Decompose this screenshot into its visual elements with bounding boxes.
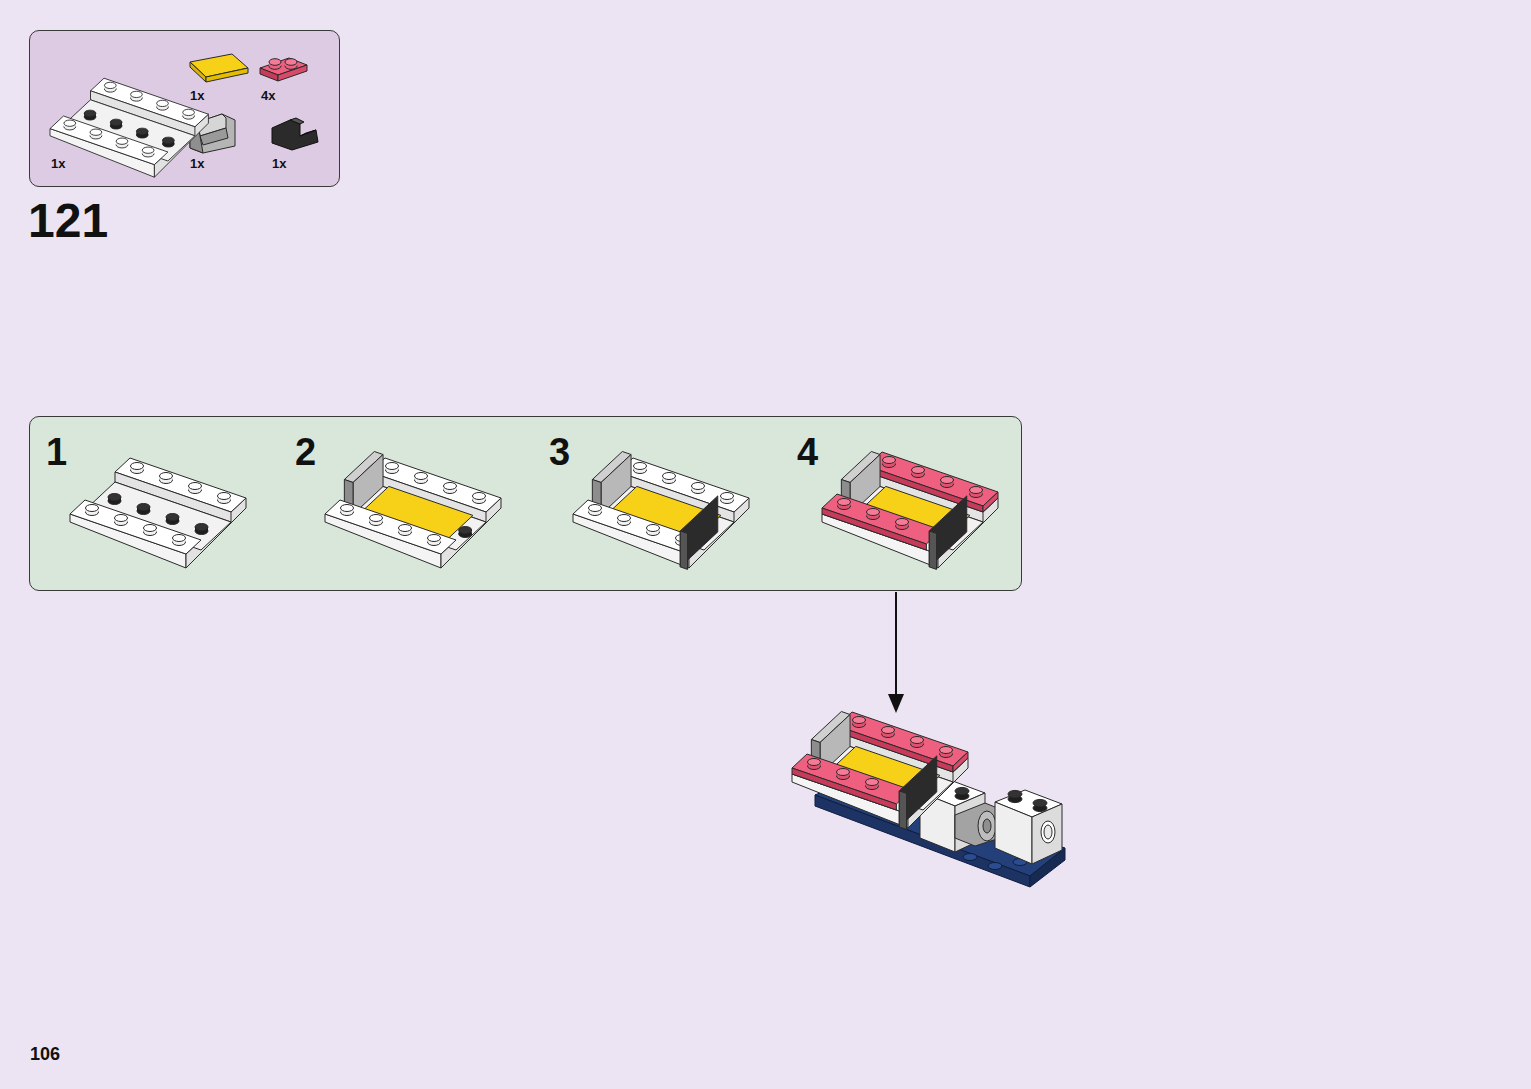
stud (883, 457, 896, 468)
pink-plate-end (983, 492, 998, 512)
stud (647, 525, 660, 536)
substep-image (70, 458, 246, 568)
pink-plate (260, 58, 307, 81)
stud (157, 100, 169, 110)
substep-image (573, 452, 749, 570)
placement-arrow (888, 592, 904, 713)
subassembly (792, 712, 968, 830)
stud (911, 737, 924, 748)
substep-image (325, 452, 501, 569)
slope-part (50, 78, 208, 177)
part-count: 1x (272, 157, 286, 170)
stud (183, 109, 195, 119)
pink-plate-end (953, 752, 968, 772)
substep-number: 4 (797, 433, 818, 471)
pink-plate-face (822, 508, 926, 550)
front-strip (325, 500, 456, 554)
stud (108, 494, 121, 505)
stud (110, 119, 122, 129)
stud (415, 473, 428, 484)
stud (808, 759, 821, 770)
yellow-tile (190, 54, 248, 82)
part-count: 4x (261, 89, 275, 102)
part-count: 1x (51, 157, 65, 170)
substep-number: 3 (549, 433, 570, 471)
stud (131, 91, 143, 101)
dark-panel-edge (680, 531, 687, 570)
stud (721, 493, 734, 504)
stud (882, 727, 895, 738)
substep-panel-fill (29, 416, 1022, 591)
stud (896, 519, 909, 530)
stud (84, 110, 96, 120)
stud (940, 747, 953, 758)
stud (867, 509, 880, 520)
stud (116, 138, 128, 148)
stud (386, 463, 399, 474)
black-panel (272, 118, 318, 150)
assemblies (50, 78, 998, 829)
grey-panel (601, 455, 631, 515)
stud (86, 505, 99, 516)
stud (970, 487, 983, 498)
stud (166, 514, 179, 525)
stud (428, 535, 441, 546)
stud (941, 477, 954, 488)
stud (912, 467, 925, 478)
dark-panel-edge (899, 791, 906, 830)
part-count: 1x (190, 157, 204, 170)
stud (618, 515, 631, 526)
stud (189, 483, 202, 494)
stud (589, 505, 602, 516)
grey-panel (353, 455, 383, 515)
stud (142, 147, 154, 157)
pink-plate-face (792, 768, 896, 810)
page-number: 106 (30, 1045, 60, 1063)
stud (663, 473, 676, 484)
stud (144, 525, 157, 536)
front-strip (50, 116, 168, 165)
stud (160, 473, 173, 484)
stud (838, 499, 851, 510)
stud (136, 128, 148, 138)
stud (692, 483, 705, 494)
stud (137, 504, 150, 515)
stud (218, 493, 231, 504)
stud (104, 82, 116, 92)
parts-list-box: 1x 1x 4x 1x 1x (29, 30, 340, 187)
stud (173, 535, 186, 546)
stud (473, 493, 486, 504)
stud (837, 769, 850, 780)
front-strip (70, 500, 201, 554)
stud (341, 505, 354, 516)
stud (64, 120, 76, 130)
substep-number: 1 (46, 433, 67, 471)
stud (853, 717, 866, 728)
substep-number: 2 (295, 433, 316, 471)
part-count: 1x (190, 89, 204, 102)
parts-panel-fill (29, 30, 340, 187)
stud (370, 515, 383, 526)
stud (444, 483, 457, 494)
stud (131, 463, 144, 474)
stud (399, 525, 412, 536)
stud (163, 137, 175, 147)
stud (195, 524, 208, 535)
stud (115, 515, 128, 526)
stud (866, 779, 879, 790)
step-number: 121 (28, 197, 108, 245)
stud (634, 463, 647, 474)
stud (459, 527, 472, 538)
dark-panel-edge (929, 531, 936, 570)
substep-image (822, 452, 998, 570)
substep-panel: 1 2 3 4 (29, 416, 1022, 591)
stud (90, 129, 102, 139)
